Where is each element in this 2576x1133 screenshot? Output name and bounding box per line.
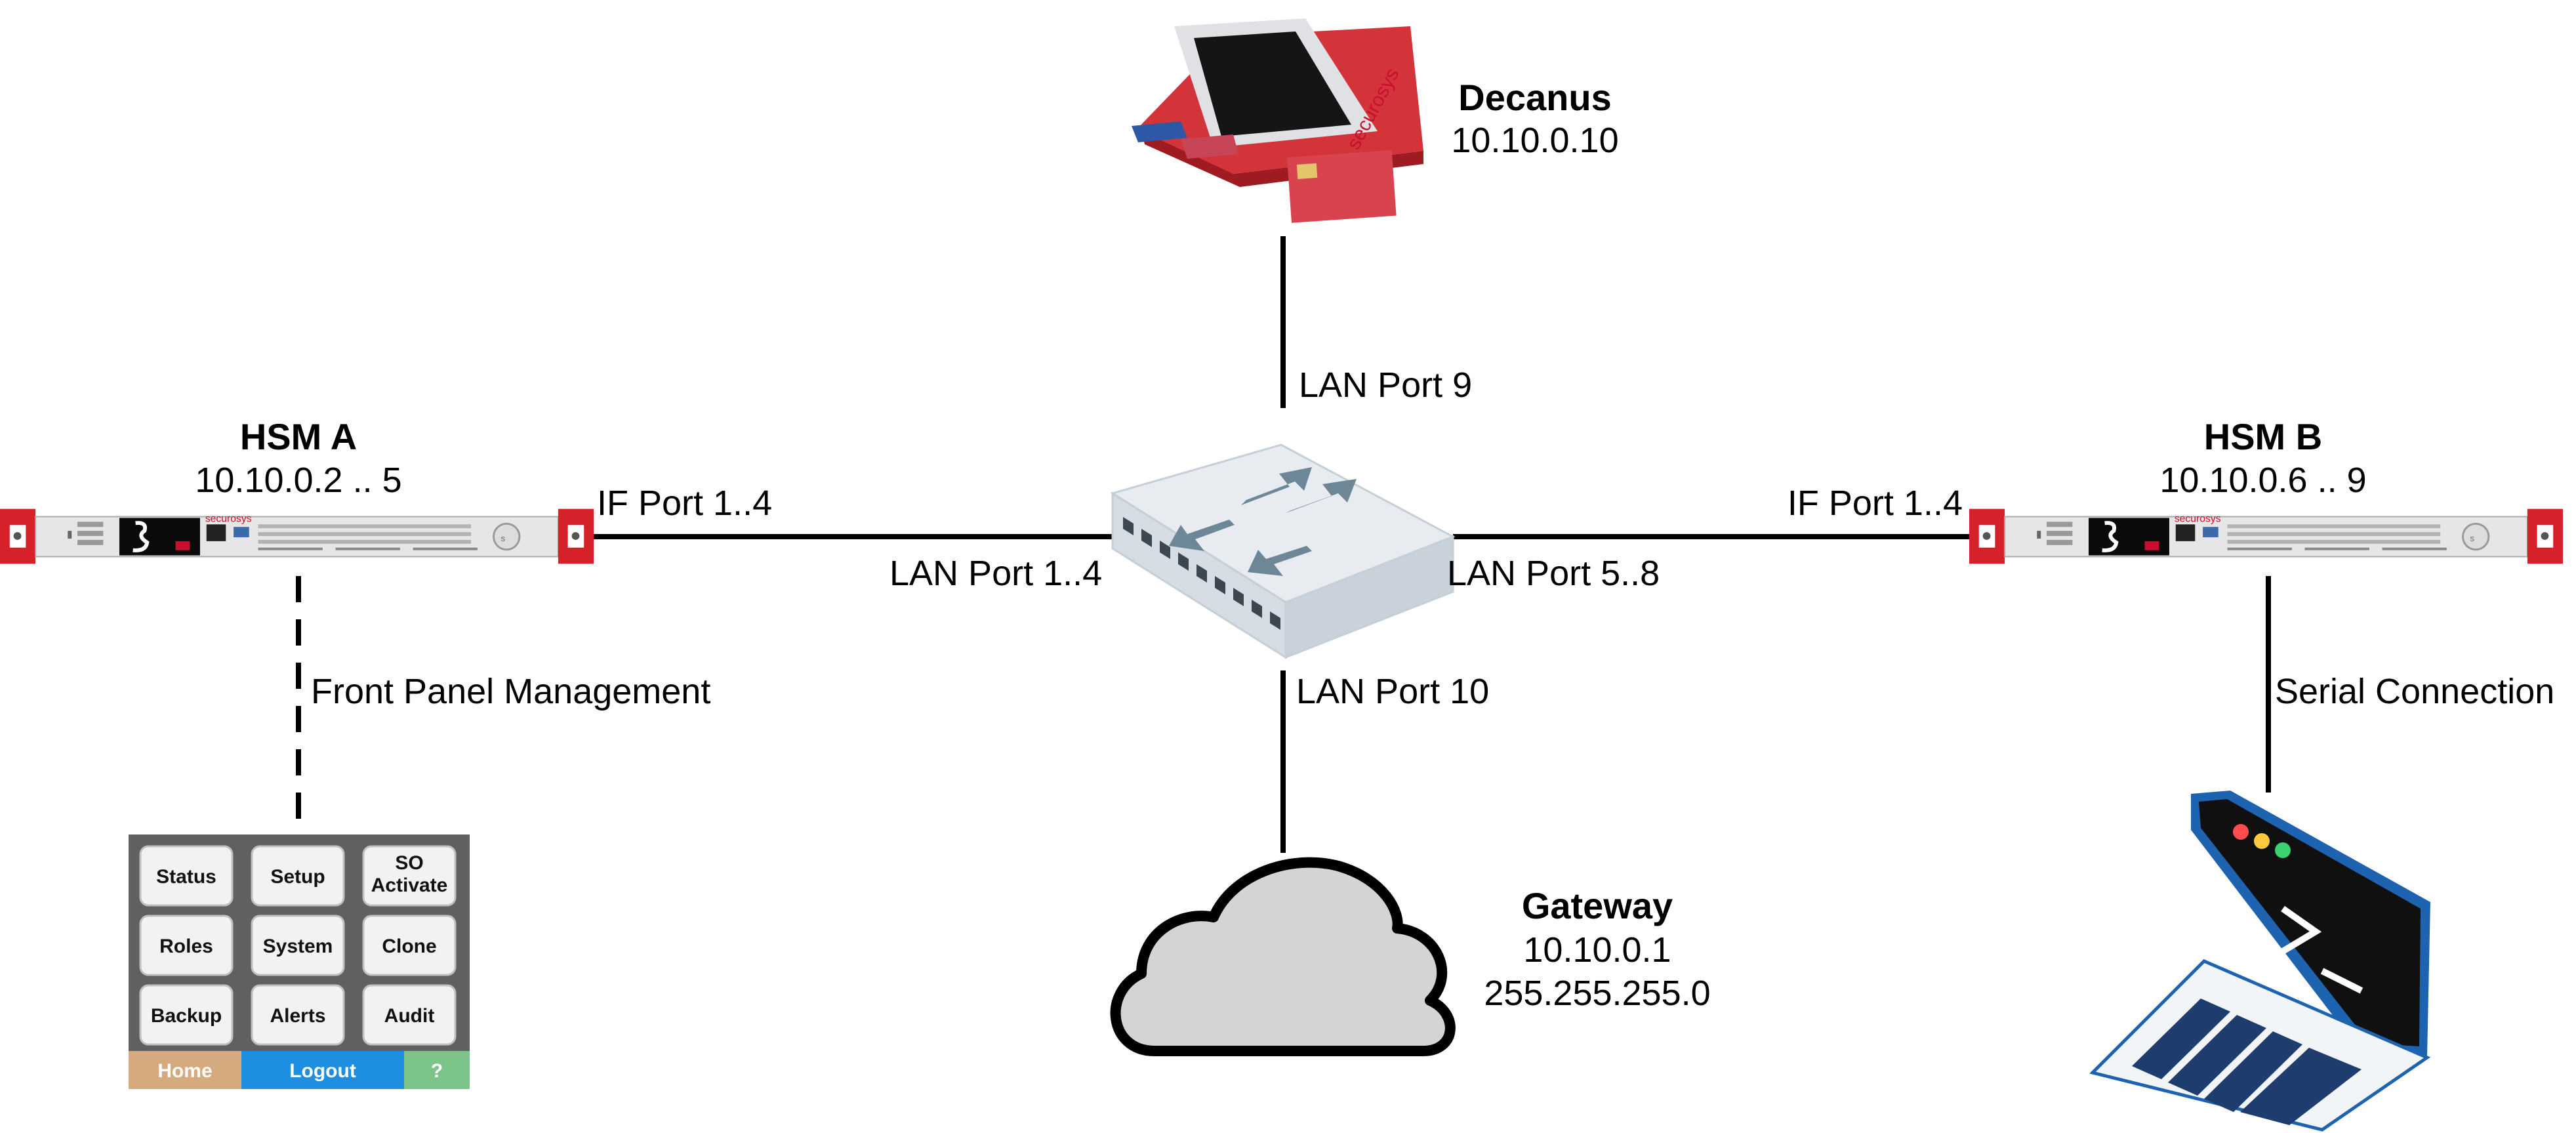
label-lan-port-10: LAN Port 10	[1296, 672, 1489, 711]
front-panel-home-button[interactable]: Home	[129, 1051, 241, 1089]
label-front-panel: Front Panel Management	[311, 672, 710, 711]
gateway-ip: 10.10.0.1	[1523, 930, 1671, 970]
logout-label: Logout	[289, 1060, 356, 1082]
hsm-a-name: HSM A	[240, 416, 357, 457]
label-lan-port-5-8: LAN Port 5..8	[1447, 554, 1660, 593]
laptop-terminal-icon	[2089, 791, 2431, 1132]
decanus-name: Decanus	[1458, 77, 1611, 118]
front-panel-button-label: Audit	[384, 1005, 435, 1027]
front-panel-help-button[interactable]: ?	[404, 1051, 470, 1089]
front-panel-button-label: Alerts	[270, 1005, 325, 1027]
front-panel-button-audit[interactable]: Audit	[362, 984, 457, 1046]
front-panel-button-alerts[interactable]: Alerts	[251, 984, 345, 1046]
gateway-name: Gateway	[1522, 885, 1673, 926]
front-panel-button-status[interactable]: Status	[139, 845, 234, 907]
front-panel-button-roles[interactable]: Roles	[139, 915, 234, 976]
front-panel-button-setup[interactable]: Setup	[251, 845, 345, 907]
front-panel-logout-button[interactable]: Logout	[241, 1051, 404, 1089]
front-panel-button-label-line2: Activate	[371, 875, 448, 896]
hsm-b-appliance-icon	[1969, 509, 2563, 564]
decanus-terminal-icon: securosys	[1132, 18, 1423, 223]
help-label: ?	[431, 1060, 443, 1082]
front-panel-button-label: Backup	[151, 1005, 222, 1027]
front-panel-button-system[interactable]: System	[251, 915, 345, 976]
label-serial: Serial Connection	[2275, 672, 2554, 711]
gateway-mask: 255.255.255.0	[1484, 974, 1710, 1013]
cloud-icon	[1110, 857, 1456, 1056]
front-panel-button-label: Roles	[159, 936, 213, 957]
decanus-ip: 10.10.0.10	[1451, 121, 1618, 160]
front-panel-button-label: Setup	[270, 866, 325, 888]
front-panel-button-label: Status	[156, 866, 216, 888]
hsm-b-ip: 10.10.0.6 .. 9	[2159, 461, 2366, 500]
label-lan-port-9: LAN Port 9	[1299, 365, 1472, 405]
network-switch-icon	[1110, 443, 1456, 659]
front-panel-button-label: Clone	[382, 936, 436, 957]
hsm-b-name: HSM B	[2204, 416, 2322, 457]
front-panel-button-label: SO	[395, 852, 423, 874]
front-panel-button-so-activate[interactable]: SO Activate	[362, 845, 457, 907]
front-panel: Status Setup SO Activate Roles System Cl…	[129, 834, 470, 1089]
home-label: Home	[157, 1060, 212, 1082]
connections	[296, 236, 2271, 853]
front-panel-button-backup[interactable]: Backup	[139, 984, 234, 1046]
front-panel-button-clone[interactable]: Clone	[362, 915, 457, 976]
hsm-a-appliance-icon	[0, 509, 594, 564]
label-lan-port-1-4: LAN Port 1..4	[889, 554, 1102, 593]
label-if-port-b: IF Port 1..4	[1788, 484, 1963, 523]
label-if-port-a: IF Port 1..4	[597, 484, 772, 523]
hsm-a-ip: 10.10.0.2 .. 5	[195, 461, 401, 500]
front-panel-button-label: System	[263, 936, 333, 957]
